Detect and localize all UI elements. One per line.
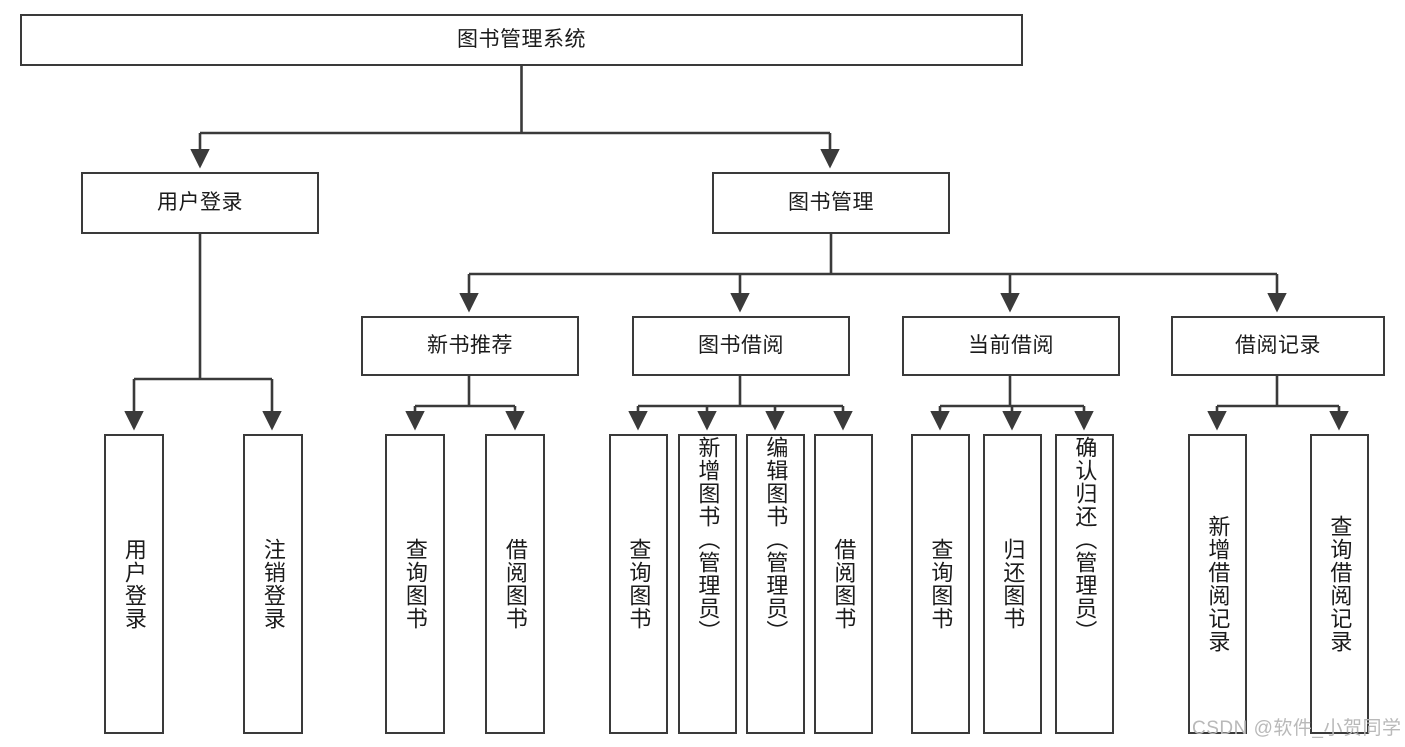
node-user-login[interactable]: 用户登录 — [81, 172, 319, 234]
node-leaf-confirm-return-label: 确认归还（管理员） — [1072, 436, 1098, 643]
node-leaf-borrow-book-1[interactable]: 借阅图书 — [485, 434, 545, 734]
csdn-watermark: CSDN @软件_小贺同学 — [1192, 718, 1402, 739]
node-leaf-query-book-1-label: 查询图书 — [402, 538, 428, 630]
node-leaf-confirm-return[interactable]: 确认归还（管理员） — [1055, 434, 1114, 734]
node-borrow-record-label: 借阅记录 — [1235, 334, 1321, 358]
node-leaf-borrow-book-1-label: 借阅图书 — [502, 538, 528, 630]
node-leaf-add-book[interactable]: 新增图书（管理员） — [678, 434, 737, 734]
node-new-book-recommend-label: 新书推荐 — [427, 334, 513, 358]
node-root[interactable]: 图书管理系统 — [20, 14, 1023, 66]
node-book-manage[interactable]: 图书管理 — [712, 172, 950, 234]
node-current-borrow-label: 当前借阅 — [968, 334, 1054, 358]
node-leaf-logout[interactable]: 注销登录 — [243, 434, 303, 734]
node-leaf-query-book-1[interactable]: 查询图书 — [385, 434, 445, 734]
node-borrow-record[interactable]: 借阅记录 — [1171, 316, 1385, 376]
node-leaf-return-book[interactable]: 归还图书 — [983, 434, 1042, 734]
node-leaf-borrow-book-2-label: 借阅图书 — [831, 538, 857, 630]
node-leaf-edit-book-label: 编辑图书（管理员） — [763, 436, 789, 643]
node-leaf-query-book-3[interactable]: 查询图书 — [911, 434, 970, 734]
node-leaf-return-book-label: 归还图书 — [1000, 538, 1026, 630]
node-user-login-label: 用户登录 — [157, 191, 243, 215]
node-leaf-user-login[interactable]: 用户登录 — [104, 434, 164, 734]
node-leaf-add-book-label: 新增图书（管理员） — [695, 436, 721, 643]
node-leaf-query-book-2-label: 查询图书 — [626, 538, 652, 630]
node-leaf-user-login-label: 用户登录 — [121, 538, 147, 630]
node-leaf-query-record[interactable]: 查询借阅记录 — [1310, 434, 1369, 734]
node-book-borrow-label: 图书借阅 — [698, 334, 784, 358]
node-leaf-query-book-3-label: 查询图书 — [928, 538, 954, 630]
node-book-manage-label: 图书管理 — [788, 191, 874, 215]
node-book-borrow[interactable]: 图书借阅 — [632, 316, 850, 376]
node-leaf-edit-book[interactable]: 编辑图书（管理员） — [746, 434, 805, 734]
node-current-borrow[interactable]: 当前借阅 — [902, 316, 1120, 376]
node-leaf-borrow-book-2[interactable]: 借阅图书 — [814, 434, 873, 734]
node-leaf-logout-label: 注销登录 — [260, 538, 286, 630]
node-root-label: 图书管理系统 — [457, 28, 586, 52]
node-leaf-add-record-label: 新增借阅记录 — [1205, 515, 1231, 653]
node-leaf-add-record[interactable]: 新增借阅记录 — [1188, 434, 1247, 734]
node-leaf-query-book-2[interactable]: 查询图书 — [609, 434, 668, 734]
node-new-book-recommend[interactable]: 新书推荐 — [361, 316, 579, 376]
node-leaf-query-record-label: 查询借阅记录 — [1327, 515, 1353, 653]
